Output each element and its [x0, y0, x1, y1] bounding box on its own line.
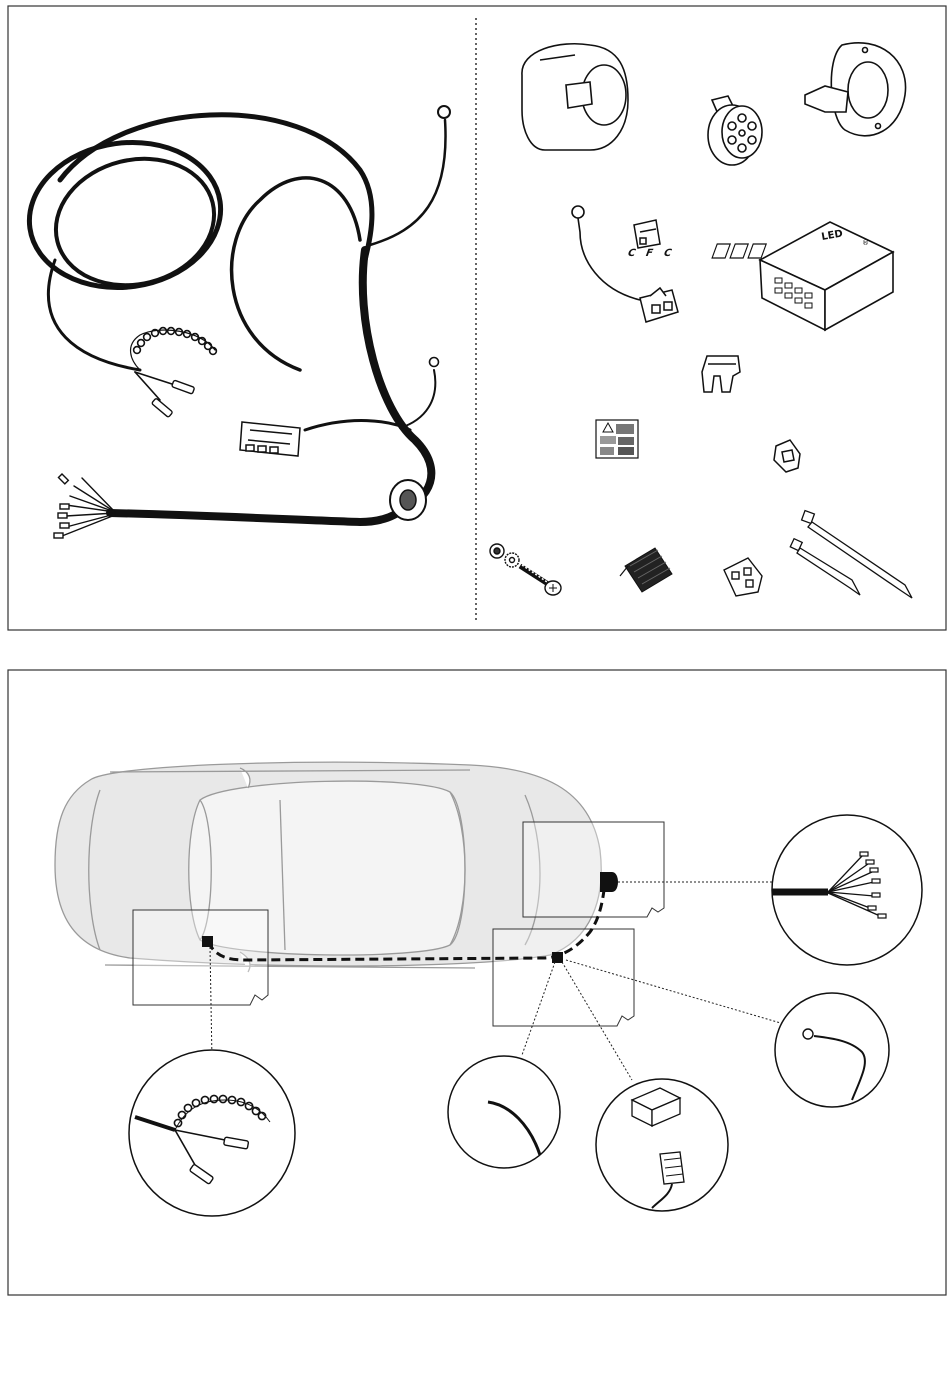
- detail-ground-lead-icon: [775, 993, 889, 1107]
- warning-label-icon: [596, 420, 638, 458]
- harness-connector-icon: [240, 422, 300, 456]
- installation-overview-panel: [0, 660, 950, 1310]
- detail-loop-wire-icon: [448, 1056, 560, 1168]
- route-marker-front: [202, 936, 213, 947]
- detail-beaded-wire-icon: [129, 1050, 295, 1216]
- detail-module-connector-icon: [596, 1079, 728, 1211]
- kit-contents-panel: LED C F C ®: [0, 0, 950, 640]
- zoom-frame-front: [133, 910, 268, 1005]
- zoom-frame-rear-lower: [493, 929, 634, 1026]
- trailer-socket-cover-icon: [522, 44, 628, 150]
- small-connector-icon: [634, 220, 660, 248]
- route-marker-rear: [552, 952, 563, 963]
- grommet-icon: [390, 480, 426, 520]
- registered-mark: ®: [862, 239, 869, 247]
- socket-exit-icon: [600, 872, 618, 892]
- detail-wire-fan-icon: [772, 815, 922, 965]
- zoom-frame-rear-upper: [523, 822, 664, 917]
